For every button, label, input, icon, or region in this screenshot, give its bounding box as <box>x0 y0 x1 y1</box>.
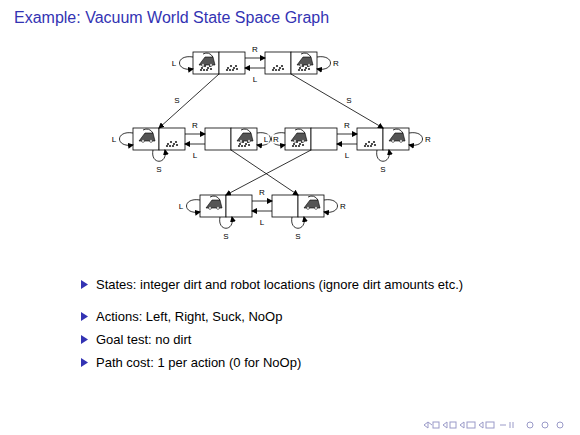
self-loop <box>257 133 271 146</box>
action-label: R <box>258 188 266 197</box>
action-label: R <box>272 135 280 144</box>
action-arrow <box>185 134 205 135</box>
self-loop <box>324 200 338 213</box>
action-label: R <box>343 121 351 130</box>
action-label: L <box>178 202 184 211</box>
action-label: L <box>263 135 269 144</box>
action-label: L <box>171 59 177 68</box>
vacuum-state <box>285 128 337 150</box>
self-loop <box>187 200 201 213</box>
bullet-text: Actions: Left, Right, Suck, NoOp <box>96 309 501 325</box>
self-loop <box>377 150 390 161</box>
action-label: R <box>251 45 259 54</box>
action-arrow <box>245 68 265 69</box>
vacuum-state <box>205 128 257 150</box>
action-arrow <box>185 144 205 145</box>
vacuum-state <box>133 128 185 150</box>
action-arrow <box>226 150 311 195</box>
bullet-markers <box>81 280 88 367</box>
action-arrow <box>159 74 219 128</box>
self-loop <box>317 57 331 70</box>
action-label: R <box>339 202 347 211</box>
action-label: L <box>111 135 117 144</box>
self-loop <box>180 57 194 70</box>
action-arrow <box>252 211 272 212</box>
self-loop <box>220 217 233 228</box>
action-arrow <box>337 144 357 145</box>
action-label: R <box>191 121 199 130</box>
vacuum-state <box>193 52 245 74</box>
self-loop <box>292 217 305 228</box>
action-arrow <box>245 58 265 59</box>
slide-title: Example: Vacuum World State Space Graph <box>14 9 329 27</box>
action-label: R <box>332 59 340 68</box>
action-label: S <box>173 96 180 105</box>
self-loop <box>409 133 423 146</box>
action-label: S <box>222 232 229 241</box>
self-loop <box>153 150 166 161</box>
action-arrow <box>291 74 383 128</box>
vacuum-state <box>200 195 252 217</box>
self-loop <box>272 133 286 146</box>
nav-icons <box>424 422 563 428</box>
action-label: S <box>294 232 301 241</box>
action-label: L <box>252 75 258 84</box>
action-label: R <box>424 135 432 144</box>
action-label: S <box>379 165 386 174</box>
vacuum-state <box>357 128 409 150</box>
action-label: L <box>259 218 265 227</box>
self-loop <box>120 133 134 146</box>
bullet-text: Goal test: no dirt <box>96 332 501 348</box>
vacuum-state <box>272 195 324 217</box>
vacuum-state <box>265 52 317 74</box>
bullet-text: States: integer dirt and robot locations… <box>96 277 501 293</box>
action-label: L <box>192 151 198 160</box>
action-label: L <box>344 151 350 160</box>
action-arrow <box>337 134 357 135</box>
action-label: S <box>155 165 162 174</box>
action-label: S <box>345 96 352 105</box>
bullet-text: Path cost: 1 per action (0 for NoOp) <box>96 355 501 371</box>
action-arrow <box>252 201 272 202</box>
